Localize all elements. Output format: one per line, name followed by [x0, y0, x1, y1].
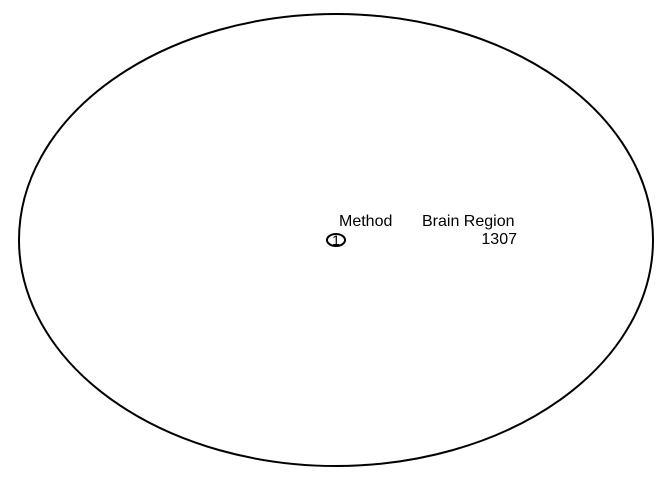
- row-marker-outline: [326, 233, 346, 247]
- row-value: 1307: [481, 231, 517, 248]
- column-header-brain-region: Brain Region: [422, 213, 515, 230]
- oval-marker-icon: 1: [326, 232, 346, 248]
- row-marker-label: 1: [332, 232, 340, 248]
- outer-ellipse: [18, 13, 654, 467]
- column-header-method: Method: [339, 213, 393, 230]
